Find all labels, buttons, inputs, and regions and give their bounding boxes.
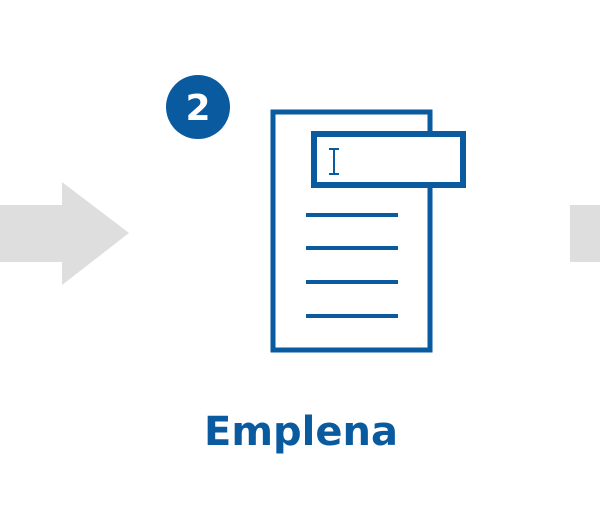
step-number: 2 bbox=[185, 88, 210, 129]
arrow-left-icon bbox=[0, 182, 129, 285]
arrow-right-icon bbox=[570, 205, 600, 262]
document-form-icon bbox=[270, 109, 466, 353]
step-number-badge: 2 bbox=[166, 75, 230, 139]
text-cursor-icon bbox=[329, 148, 339, 175]
step-label: Emplena bbox=[204, 409, 398, 455]
